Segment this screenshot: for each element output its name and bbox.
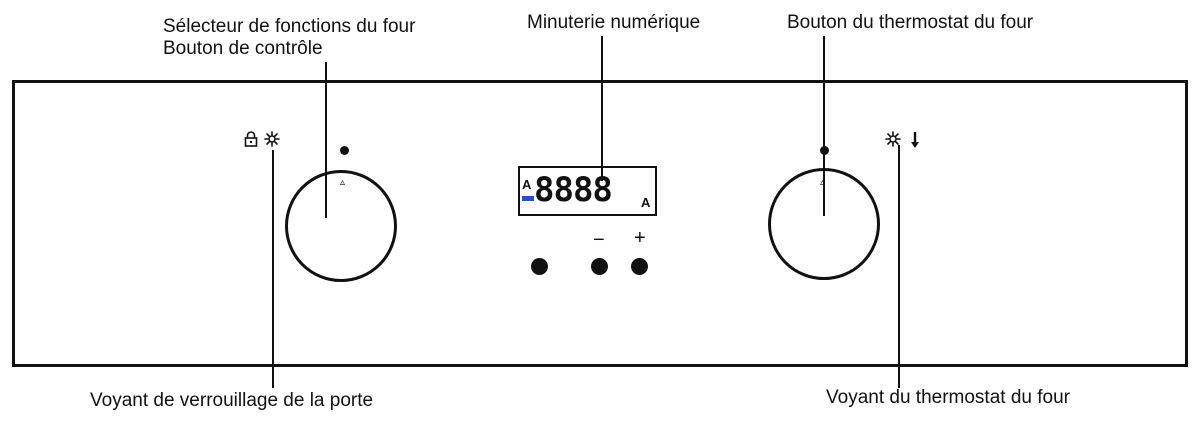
timer-button-minus[interactable] [591,258,608,275]
snowflake-icon [885,131,901,147]
thermostat-marker-dot [820,146,829,155]
display-digits: 8888 [534,170,613,210]
function-selector-knob[interactable] [285,170,397,282]
thermostat-light-leader [898,145,900,388]
function-selector-marker-dot [340,146,349,155]
digital-timer-display [518,166,657,216]
digital-timer-leader [601,36,603,181]
thermostat-knob-label: Bouton du thermostat du four [787,12,1034,33]
timer-button-plus[interactable] [631,258,648,275]
thermostat-knob[interactable] [768,168,880,280]
digital-timer-label: Minuterie numérique [527,12,701,33]
function-selector-label: Sélecteur de fonctions du four Bouton de… [163,16,415,60]
thermostat-knob-leader [823,36,825,216]
thermostat-light-label: Voyant du thermostat du four [826,387,1070,408]
door-lock-light-leader [272,150,274,388]
thermometer-icon [911,132,919,148]
display-blue-indicator [522,196,534,201]
plus-symbol: + [634,227,646,249]
door-lock-light-label: Voyant de verrouillage de la porte [90,390,374,411]
timer-button-function[interactable] [531,258,548,275]
function-selector-leader [325,62,327,218]
lock-icon [244,131,258,147]
minus-symbol: − [593,229,605,251]
function-selector-label-line1: Sélecteur de fonctions du four [163,16,416,37]
snowflake-icon [264,131,280,147]
display-mode-indicator-right: A [641,195,651,210]
display-mode-indicator-left: A [522,177,532,192]
function-selector-label-line2: Bouton de contrôle [163,38,323,59]
oven-control-panel [12,80,1188,367]
